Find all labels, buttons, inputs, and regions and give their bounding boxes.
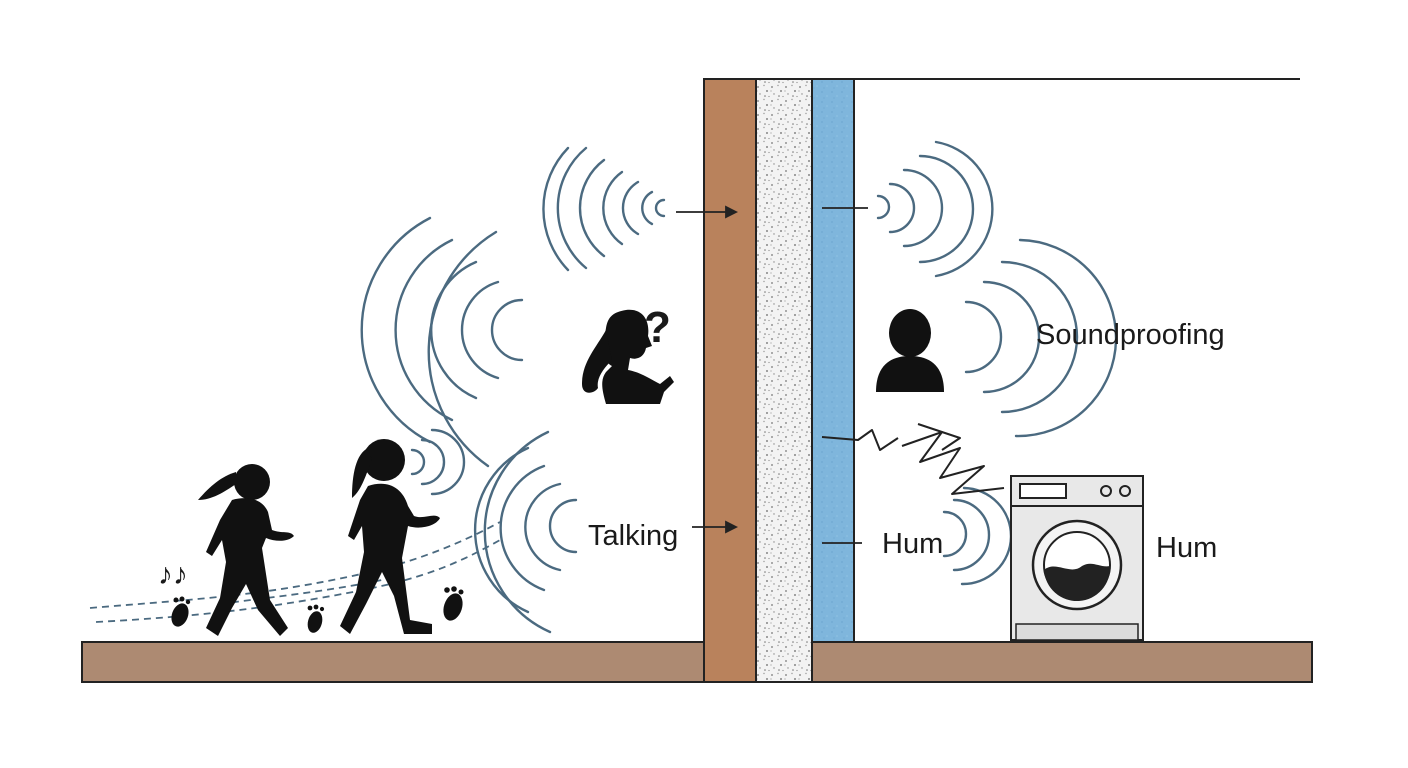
washing-machine-icon <box>1010 475 1144 641</box>
wall-wood-layer <box>703 78 757 683</box>
footprint-icon <box>171 586 464 633</box>
question-mark: ? <box>644 303 671 352</box>
wall-insulation-layer <box>755 78 813 683</box>
label-soundproofing: Soundproofing <box>1036 319 1225 351</box>
child-tall-walking-icon <box>340 439 440 634</box>
sound-waves-left <box>360 146 666 634</box>
wall <box>703 78 855 683</box>
vibration-zigzag-icon <box>821 423 1005 495</box>
person-listening-icon <box>876 309 944 392</box>
wall-soundproof-layer <box>811 78 855 643</box>
floor-vibration-lines <box>89 521 501 623</box>
music-note-icon: ♪♪ <box>158 558 188 591</box>
label-hum-wall: Hum <box>882 528 943 560</box>
woman-talking-icon <box>582 309 674 404</box>
arrows <box>676 205 868 544</box>
label-talking: Talking <box>588 520 678 552</box>
label-hum-machine: Hum <box>1156 532 1217 564</box>
floor <box>81 641 1313 683</box>
child-small-walking-icon <box>198 464 294 636</box>
